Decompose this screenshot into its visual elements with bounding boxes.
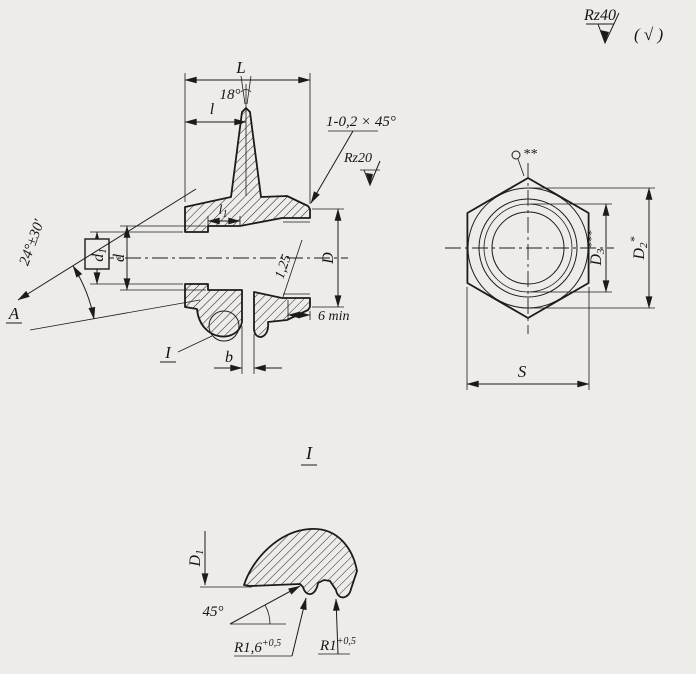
dimension-l: l bbox=[184, 101, 247, 126]
detail-reference: I bbox=[160, 310, 240, 363]
r1-label: R1+0,5 bbox=[319, 636, 356, 654]
dimension-d: d bbox=[111, 225, 206, 291]
section-lower-right bbox=[253, 291, 311, 338]
dimension-S: S bbox=[466, 287, 590, 390]
dim-D1-label: D1 bbox=[187, 549, 206, 567]
dimension-d1: d1 bbox=[84, 231, 183, 285]
chamfer-callout: 1-0,2 × 45° bbox=[310, 114, 396, 204]
dim-6min-label: 6 min bbox=[318, 309, 350, 324]
end-view: ** D3*** D2* S bbox=[445, 147, 655, 390]
dimension-D3: D3*** bbox=[530, 203, 612, 293]
dim-b-label: b bbox=[225, 349, 233, 366]
dimension-D2: D2* bbox=[530, 187, 655, 309]
rz20-label: Rz20 bbox=[343, 151, 372, 166]
leader-line bbox=[310, 130, 354, 204]
rz40-label: Rz40 bbox=[583, 7, 616, 24]
hexagon-outline bbox=[466, 177, 590, 319]
leader-line bbox=[333, 598, 340, 655]
dimension-D1: D1 bbox=[187, 531, 252, 588]
leader-line bbox=[517, 158, 525, 177]
r16-label: R1,6+0,5 bbox=[233, 638, 281, 656]
thread-minor-circle bbox=[483, 203, 573, 293]
dimension-18deg: 18° bbox=[220, 75, 252, 105]
dim-D3-label: D3*** bbox=[584, 230, 607, 266]
chamfer-label: 1-0,2 × 45° bbox=[326, 114, 396, 130]
angle-18-label: 18° bbox=[220, 87, 241, 103]
dim-L-label: L bbox=[235, 58, 245, 77]
dimension-D: D bbox=[312, 208, 344, 308]
leader-line bbox=[177, 335, 213, 353]
dimension-6min: 6 min bbox=[287, 300, 350, 324]
angle-arc bbox=[240, 89, 252, 93]
dim-l-label: l bbox=[210, 101, 215, 118]
view-a-label: A bbox=[8, 304, 20, 323]
chamfer-circle bbox=[467, 187, 589, 309]
d1-frame-box bbox=[84, 238, 110, 270]
stars-label: ** bbox=[523, 147, 537, 162]
angle-24-label: 24°±30′ bbox=[17, 217, 49, 268]
angle-arc bbox=[264, 604, 271, 625]
dim-S-label: S bbox=[518, 362, 527, 381]
detail-title: I bbox=[305, 443, 313, 463]
dim-l1-label: l1 bbox=[219, 203, 228, 220]
dim-D2-label: D2* bbox=[627, 236, 650, 260]
general-roughness-note: Rz40 ( √ ) bbox=[583, 7, 663, 45]
leader-line bbox=[291, 597, 307, 657]
dimension-L: L bbox=[184, 58, 311, 204]
radius-r16: R1,6+0,5 bbox=[233, 597, 307, 657]
detail-view: I D1 45° R1,6+0,5 R1+0,5 bbox=[187, 443, 358, 657]
dim-D-label: D bbox=[320, 252, 337, 265]
dim-d1-label: d1 bbox=[90, 248, 109, 262]
bore-circle bbox=[491, 211, 565, 285]
detail-ref-label: I bbox=[164, 343, 172, 362]
angle-leg-line bbox=[29, 299, 201, 331]
section-view: L l 18° 1-0,2 × 45° Rz20 bbox=[6, 58, 396, 374]
angle-arc bbox=[72, 265, 96, 320]
section-lower-left bbox=[184, 283, 243, 338]
dimension-b: b bbox=[214, 326, 282, 374]
dimension-l1: l1 bbox=[207, 203, 241, 226]
dim-d-label: d bbox=[111, 253, 128, 262]
radius-r1: R1+0,5 bbox=[318, 598, 356, 655]
r125-label: 1,25 bbox=[273, 253, 295, 281]
reference-circle-icon bbox=[511, 150, 521, 160]
dimension-45deg: 45° bbox=[203, 585, 301, 625]
thread-major-circle bbox=[478, 198, 578, 298]
ext-line bbox=[282, 239, 303, 298]
paren-check-label: ( √ ) bbox=[634, 25, 663, 44]
section-upper-half bbox=[184, 107, 311, 233]
roughness-triangle-icon bbox=[600, 30, 609, 43]
angle-45-label: 45° bbox=[203, 604, 224, 620]
roughness-125: 1,25 bbox=[273, 239, 303, 298]
view-a-arrow-line bbox=[17, 188, 197, 301]
stars-reference: ** bbox=[511, 147, 537, 177]
roughness-triangle-icon bbox=[366, 173, 373, 185]
detail-circle bbox=[208, 310, 240, 342]
detail-shape bbox=[243, 528, 358, 599]
rz20-note: Rz20 bbox=[343, 151, 381, 187]
